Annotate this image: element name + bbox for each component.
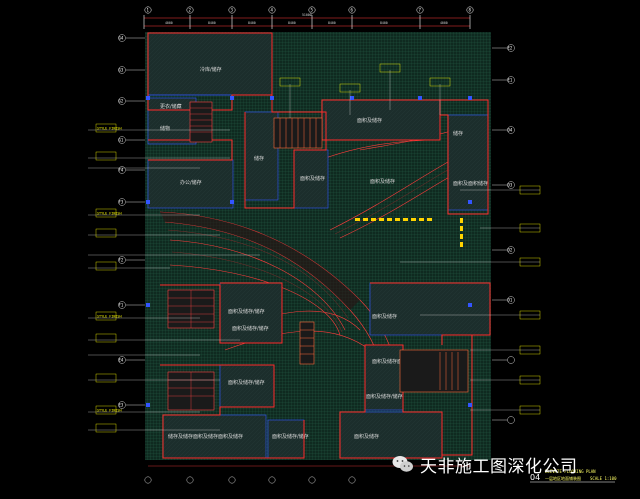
room-18-label: 面积及储存面积: [372, 358, 407, 365]
room-12: [369, 282, 491, 336]
grid-letter-3: G2: [119, 99, 124, 104]
drawing-subtitle: 一层地区地面铺装图: [545, 475, 581, 481]
drawing-scale: SCALE 1:100: [590, 476, 617, 481]
grid-num-4: 4: [271, 8, 274, 13]
drawing-number: 04: [530, 473, 540, 482]
room-13: [219, 364, 275, 408]
room-12-label: 面积及储存: [372, 313, 397, 320]
grid-letter-8: F1: [119, 303, 124, 308]
finish-tags-right: [519, 185, 541, 415]
grid-letter-9: E4: [119, 358, 124, 363]
grid-letter-4: G1: [119, 138, 124, 143]
title-block: 04 ELEVATE FLOORING PLAN 一层地区地面铺装图 SCALE…: [530, 469, 617, 483]
grid-num-6: 6: [351, 8, 354, 13]
left-grid-lines: [126, 37, 145, 406]
grid-letter-10: E3: [119, 403, 124, 408]
watermark-text: 天非施工图深化公司: [420, 456, 578, 477]
room-17-label: 储存及储存面积及储存面积及储存: [168, 433, 243, 440]
grid-num-7: 7: [419, 8, 422, 13]
grid-letters-left: G4 G3 G2 G1 F4 F3 F2 F1 E4 E3: [119, 36, 124, 408]
grid-num-5: 5: [311, 8, 314, 13]
tactile-strip: [355, 218, 463, 247]
wechat-icon: [392, 456, 413, 472]
grid-letter-5: F4: [119, 168, 124, 173]
room-14-label: 面积及储存/储存: [366, 393, 403, 400]
grid-letter-1: G4: [119, 36, 124, 41]
finish-leaders: [88, 70, 540, 431]
room-16-label: 面积及储存: [354, 433, 379, 440]
dim-top-6: 8400: [380, 21, 388, 25]
room-6-label: 面积及储存: [300, 175, 325, 182]
grid-letter-r2: E1: [508, 78, 513, 83]
dim-top-4: 8400: [288, 21, 296, 25]
dim-top-7: 4000: [440, 21, 448, 25]
grid-letters-right: E2 E1 D4 D3 D2 D1: [508, 46, 513, 303]
grid-num-1: 1: [147, 8, 150, 13]
room-9: [447, 114, 489, 211]
grid-letter-r1: E2: [508, 46, 513, 51]
room-17: [162, 414, 267, 459]
grid-letter-2: G3: [119, 68, 124, 73]
room-2: [147, 97, 197, 145]
finish-tag-3: STYLE FINISH: [97, 315, 122, 319]
grid-bubbles-left: [118, 34, 145, 409]
grid-num-2: 2: [189, 8, 192, 13]
dim-top-3: 8400: [248, 21, 256, 25]
room-5: [244, 111, 279, 201]
room-11-label: 面积及储存/储存: [228, 308, 265, 315]
grid-letter-r3: D4: [508, 128, 513, 133]
right-grid-lines: [492, 47, 507, 421]
room-6: [293, 149, 329, 209]
room-11: [219, 282, 283, 344]
walls: [147, 32, 491, 459]
room-10-label: 面积及面积储存: [453, 180, 488, 187]
room-16: [339, 411, 443, 459]
room-4-label: 办公/储存: [180, 179, 202, 186]
grid-bubbles-right: [492, 44, 515, 424]
room-7: [321, 99, 441, 141]
finish-tags-left: STYLE FINISH STYLE FINISH STYLE FINISH S…: [95, 123, 122, 433]
room-14: [364, 344, 404, 411]
dim-top-5: 8400: [328, 21, 336, 25]
escalators: [167, 101, 469, 411]
grid-num-8: 8: [469, 8, 472, 13]
rooms: 冷库/储存 更衣/储藏 储物 办公/储存 储存 面积及储存 面积及储存 面积及储…: [147, 32, 491, 459]
room-9-label: 储存: [453, 130, 463, 137]
room-2-label: 更衣/储藏: [160, 103, 182, 110]
grid-letter-r6: D1: [508, 298, 513, 303]
room-5-label: 储存: [254, 155, 264, 162]
room-3-label: 储物: [160, 125, 170, 132]
grid-bubbles-top: 1 2 3 4 5 6 7 8: [144, 6, 474, 14]
grid-num-3: 3: [231, 8, 234, 13]
grid-letter-7: F2: [119, 258, 124, 263]
finish-tag-2: STYLE FINISH: [97, 212, 122, 216]
finish-tag-1: STYLE FINISH: [97, 127, 122, 131]
dim-top-total: 51000: [302, 13, 312, 17]
dim-top-2: 8400: [208, 21, 216, 25]
watermark: 天非施工图深化公司: [392, 452, 578, 477]
curved-feature-band: [160, 212, 360, 310]
grid-letter-r4: D3: [508, 183, 513, 188]
room-8-label: 面积及储存: [370, 178, 395, 185]
room-15: [267, 419, 305, 459]
grid-bubbles-bottom: [144, 465, 470, 484]
grid-letter-r5: D2: [508, 248, 513, 253]
room-7-label: 面积及储存: [357, 117, 382, 124]
finish-tag-4: STYLE FINISH: [97, 409, 122, 413]
room-1: [147, 32, 273, 96]
room-13-label: 面积及储存/储存: [228, 379, 265, 386]
room-15-label: 面积及储存/储存: [272, 433, 309, 440]
drawing-title: ELEVATE FLOORING PLAN: [545, 469, 596, 474]
finish-tags-top: [279, 63, 451, 93]
columns: [146, 96, 472, 407]
dim-top-1: 4000: [165, 21, 173, 25]
top-dimension-chain: 4000 8400 8400 8400 8400 8400 4000 51000: [143, 13, 471, 29]
grid-letter-6: F3: [119, 200, 124, 205]
room-1-label: 冷库/储存: [200, 66, 222, 73]
room-19-label: 面积及储存/储存: [232, 325, 269, 332]
